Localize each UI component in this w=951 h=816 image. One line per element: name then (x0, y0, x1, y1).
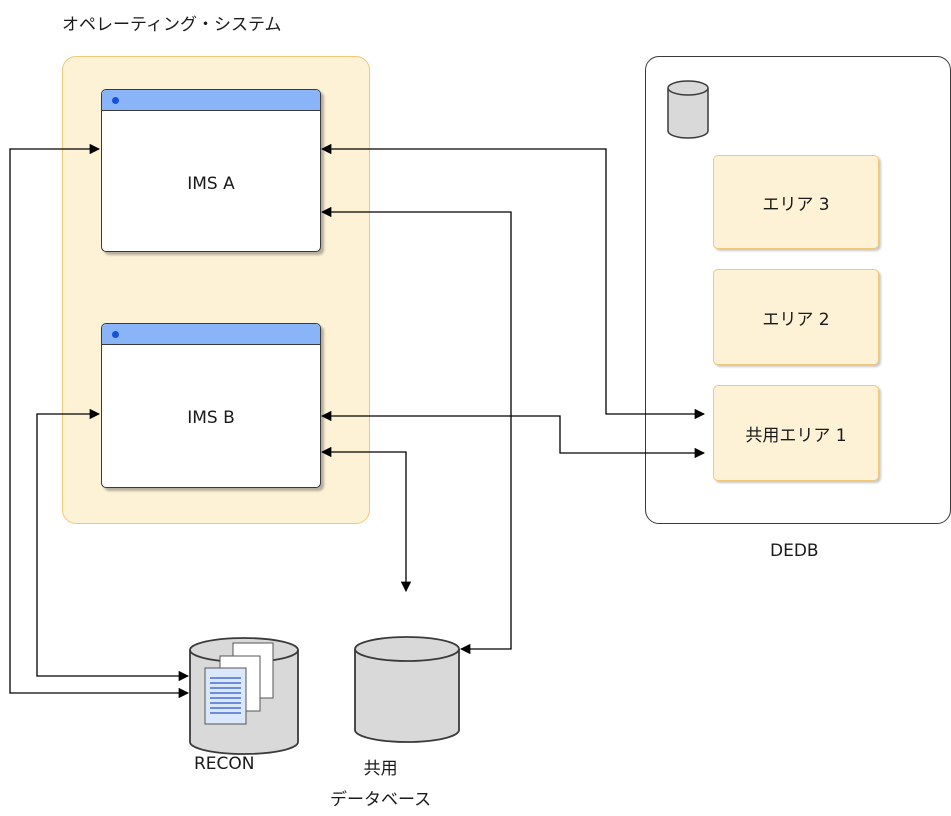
os-label: オペレーティング・システム (62, 15, 282, 35)
connector-ims-a-shared-db (320, 206, 512, 655)
connector-ims-b-shared-area (320, 410, 706, 459)
recon-label: RECON (194, 754, 255, 774)
ims-b-label: IMS B (187, 408, 235, 428)
connector-recon-ims-a (9, 143, 190, 699)
shared-area-1-box[interactable]: 共用エリア 1 (713, 385, 879, 481)
ims-a-label: IMS A (187, 174, 235, 194)
database-icon (667, 80, 709, 139)
area-3-box[interactable]: エリア 3 (713, 155, 879, 249)
dedb-label: DEDB (770, 541, 819, 561)
area-2-label: エリア 2 (762, 309, 830, 330)
connector-ims-a-shared-area (320, 143, 706, 420)
connector-recon-ims-b (36, 408, 190, 682)
area-3-label: エリア 3 (762, 194, 830, 215)
shared-database-icon (354, 636, 460, 743)
shared-db-label-line2: データベース (330, 790, 432, 810)
shared-db-label: 共用 データベース (330, 754, 431, 816)
shared-db-label-line1: 共用 (363, 759, 398, 779)
connector-ims-b-shared-db (320, 446, 412, 593)
area-2-box[interactable]: エリア 2 (713, 269, 879, 365)
window-dot-icon (112, 97, 119, 104)
document-stack-icon (204, 642, 274, 725)
window-titlebar (102, 90, 320, 111)
shared-area-1-label: 共用エリア 1 (745, 425, 847, 446)
